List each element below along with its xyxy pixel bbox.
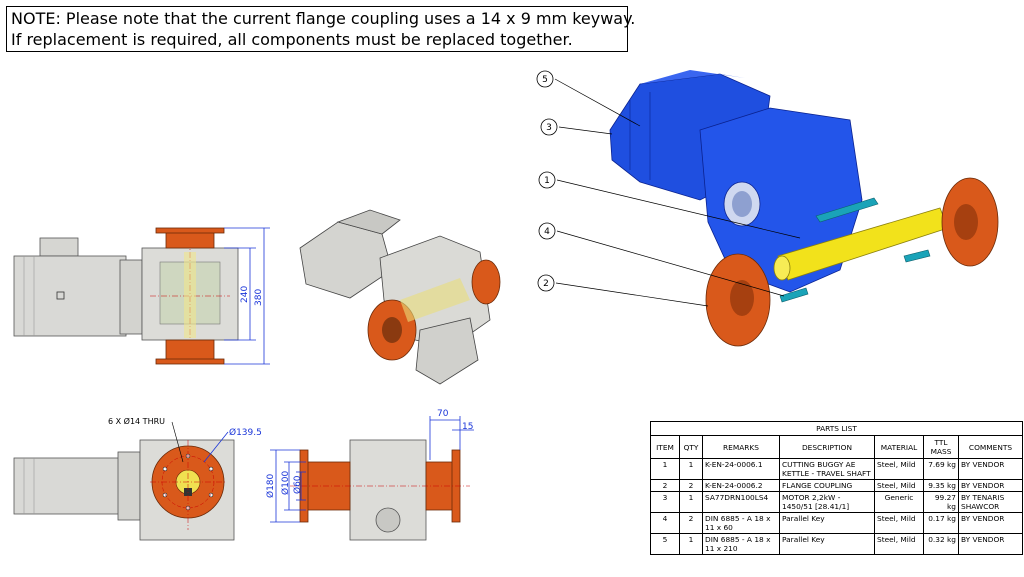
cell-comments: BY TENARIS SHAWCOR (958, 491, 1023, 513)
table-row: 1 1 K-EN-24-0006.1 CUTTING BUGGY AE KETT… (650, 458, 1023, 480)
cell-remarks: K-EN-24-0006.2 (702, 479, 780, 492)
cell-item: 3 (650, 491, 680, 513)
balloon-1: 1 (544, 176, 550, 186)
dim-70: 70 (437, 409, 449, 419)
col-material: MATERIAL (874, 435, 924, 459)
dim-380: 380 (254, 289, 264, 306)
table-row: 4 2 DIN 6885 - A 18 x 11 x 60 Parallel K… (650, 512, 1023, 534)
dim-60: Ø60 (292, 475, 303, 494)
cell-comments: BY VENDOR (958, 512, 1023, 534)
cell-mass: 0.32 kg (923, 533, 959, 555)
cell-comments: BY VENDOR (958, 479, 1023, 492)
dim-holes: 6 X Ø14 THRU (108, 416, 165, 426)
front-view: 240 380 (13, 227, 270, 365)
cell-remarks: DIN 6885 - A 18 x 11 x 210 (702, 533, 780, 555)
balloon-5: 5 (542, 75, 548, 85)
dim-pcd: Ø139.5 (229, 427, 262, 438)
dim-180: Ø180 (265, 473, 276, 498)
table-row: 2 2 K-EN-24-0006.2 FLANGE COUPLING Steel… (650, 479, 1023, 492)
exploded-view (609, 70, 999, 347)
cell-description: CUTTING BUGGY AE KETTLE - TRAVEL SHAFT (779, 458, 875, 480)
dim-15: 15 (462, 422, 473, 432)
cell-mass: 7.69 kg (923, 458, 959, 480)
cell-item: 4 (650, 512, 680, 534)
balloons: 5 3 1 4 2 (536, 70, 801, 307)
col-comments: COMMENTS (958, 435, 1023, 459)
note-line-2: If replacement is required, all componen… (11, 30, 573, 49)
cell-mass: 9.35 kg (923, 479, 959, 492)
cell-mass: 0.17 kg (923, 512, 959, 534)
cell-material: Steel, Mild (874, 479, 924, 492)
cell-remarks: SA77DRN100LS4 (702, 491, 780, 513)
cell-item: 1 (650, 458, 680, 480)
cell-comments: BY VENDOR (958, 458, 1023, 480)
iso-view (299, 209, 501, 385)
table-row: 5 1 DIN 6885 - A 18 x 11 x 210 Parallel … (650, 533, 1023, 555)
note-box: NOTE: Please note that the current flang… (6, 6, 636, 52)
cell-description: Parallel Key (779, 533, 875, 555)
col-mass: TTL MASS (923, 435, 959, 459)
cell-material: Steel, Mild (874, 533, 924, 555)
balloon-3: 3 (546, 123, 552, 133)
parts-list-title: PARTS LIST (650, 421, 1023, 436)
cell-qty: 2 (679, 512, 703, 534)
balloon-2: 2 (543, 279, 549, 289)
balloon-4: 4 (544, 227, 550, 237)
cell-remarks: K-EN-24-0006.1 (702, 458, 780, 480)
cell-qty: 2 (679, 479, 703, 492)
col-item: ITEM (650, 435, 680, 459)
cell-comments: BY VENDOR (958, 533, 1023, 555)
cell-mass: 99.27 kg (923, 491, 959, 513)
cell-qty: 1 (679, 458, 703, 480)
dim-100: Ø100 (280, 470, 291, 495)
section-view: Ø180 Ø100 Ø60 70 15 (265, 409, 474, 541)
col-description: DESCRIPTION (779, 435, 875, 459)
col-qty: QTY (679, 435, 703, 459)
cell-material: Generic (874, 491, 924, 513)
cell-material: Steel, Mild (874, 458, 924, 480)
note-line-1: NOTE: Please note that the current flang… (11, 9, 636, 28)
side-view: 6 X Ø14 THRU Ø139.5 (13, 416, 262, 541)
cell-description: Parallel Key (779, 512, 875, 534)
col-remarks: REMARKS (702, 435, 780, 459)
dim-240: 240 (240, 286, 250, 303)
table-row: 3 1 SA77DRN100LS4 MOTOR 2,2kW - 1450/51 … (650, 491, 1023, 513)
cell-item: 5 (650, 533, 680, 555)
cell-qty: 1 (679, 491, 703, 513)
parts-list-table: PARTS LIST ITEM QTY REMARKS DESCRIPTION … (650, 421, 1023, 555)
cell-item: 2 (650, 479, 680, 492)
cell-material: Steel, Mild (874, 512, 924, 534)
cell-description: MOTOR 2,2kW - 1450/51 [28.41/1] (779, 491, 875, 513)
cell-qty: 1 (679, 533, 703, 555)
cell-description: FLANGE COUPLING (779, 479, 875, 492)
cell-remarks: DIN 6885 - A 18 x 11 x 60 (702, 512, 780, 534)
